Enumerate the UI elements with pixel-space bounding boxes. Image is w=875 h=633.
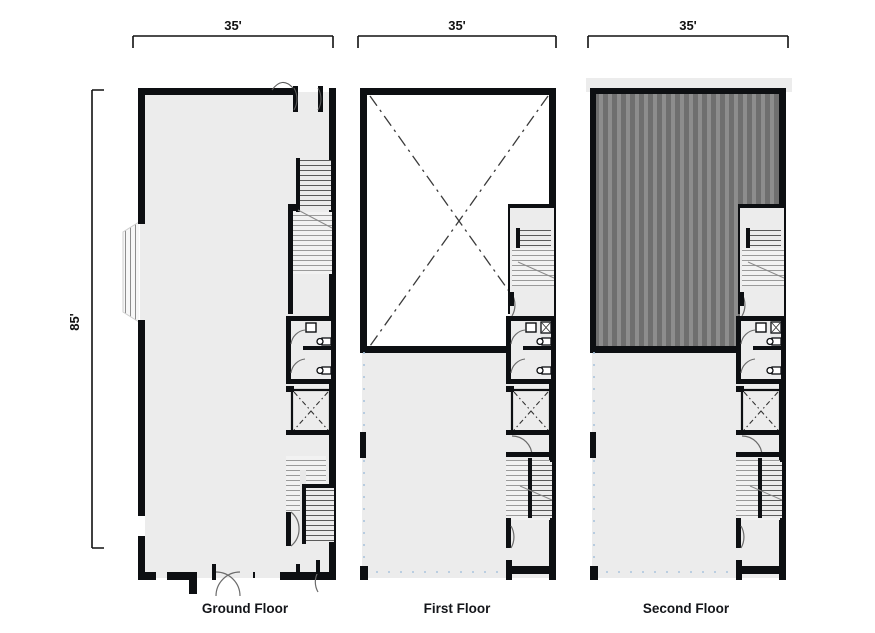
first-elevator-wall-bottom (506, 430, 551, 435)
second-elevator-x-mark (743, 391, 779, 431)
ground-stair-upper (288, 158, 333, 274)
dimension-label-first-width: 35' (448, 18, 466, 33)
second-restroom-wall-bottom (736, 379, 781, 384)
ground-wall-left-lower (138, 320, 145, 520)
second-sink-icon (755, 322, 767, 333)
first-restroom-wall-top (506, 316, 551, 321)
first-wall-top (360, 88, 556, 95)
first-elevator-shaft (506, 386, 552, 457)
first-sink-icon (525, 322, 537, 333)
ground-toilet-a-icon (316, 337, 332, 346)
second-restrooms (736, 292, 782, 384)
ground-wall-left-bottom (138, 536, 145, 580)
dimension-label-building-height: 85' (67, 313, 82, 331)
ground-stair-door-swing (290, 511, 300, 547)
first-stair-door-swing (510, 525, 515, 549)
second-restroom-wall-top (736, 316, 781, 321)
ground-wall-right (329, 88, 336, 580)
ground-stair-lower-lower-treads (306, 486, 334, 542)
floor-label-first: First Floor (424, 601, 491, 616)
ground-restroom-divider (303, 346, 331, 350)
first-restroom-wall-bottom (506, 379, 551, 384)
ground-restrooms (286, 316, 332, 384)
second-core-wall-top (738, 204, 784, 209)
first-toilet-a-icon (536, 337, 552, 346)
second-stair-lower-run-treads (742, 248, 784, 286)
first-toilet-b-icon (536, 366, 552, 375)
first-core-wall-top (508, 204, 554, 209)
floor-label-ground: Ground Floor (202, 601, 289, 616)
dimension-left-height: 85' (67, 89, 104, 549)
ground-elevator-wall-bottom (286, 430, 331, 435)
ground-stair-landing-wall (288, 204, 300, 211)
second-toilet-b-icon (766, 366, 782, 375)
ground-stair-wall-left (286, 512, 291, 546)
ground-restroom-wall-left (286, 316, 291, 384)
dimension-top-first: 35' (357, 18, 557, 48)
ground-toilet-b-icon (316, 366, 332, 375)
dimension-label-second-width: 35' (679, 18, 697, 33)
ground-entry-door-swing-left (215, 571, 241, 597)
first-stair-upper (512, 228, 555, 286)
ground-elevator-shaft (286, 386, 332, 435)
second-stair-door-swing (740, 525, 745, 549)
plan-first-floor: First Floor (360, 88, 556, 616)
second-roof-edge-wall (590, 346, 740, 353)
first-elevator-x-mark (513, 391, 549, 431)
ground-sink-icon (305, 322, 317, 333)
dimension-top-ground: 35' (132, 18, 334, 48)
second-stair-upper (742, 228, 785, 286)
ground-restroom-wall-top (286, 316, 331, 321)
dimension-top-second: 35' (587, 18, 789, 48)
second-elevator-shaft (736, 386, 782, 457)
first-stair-lower-run-treads (512, 248, 554, 286)
first-stair-lower (506, 452, 553, 549)
first-restroom-wall-left (506, 316, 511, 384)
ground-stair-lower-run-treads (290, 212, 332, 274)
second-restroom-divider (753, 346, 781, 350)
ground-core-partition (288, 204, 293, 314)
ground-entry (138, 560, 336, 597)
ground-stair-lower (286, 456, 334, 547)
second-restroom-wall-left (736, 316, 741, 384)
first-stair-wall-left (506, 518, 511, 548)
second-wall-top (590, 88, 786, 94)
ground-wall-top (138, 88, 293, 95)
plan-second-floor: Second Floor (586, 78, 792, 616)
floor-label-second: Second Floor (643, 601, 730, 616)
first-wall-left-upper (360, 88, 367, 350)
first-void-edge-wall (360, 346, 510, 353)
ground-top-swing-doors (271, 81, 323, 112)
first-restroom-divider (523, 346, 551, 350)
ground-bay-window (122, 221, 140, 323)
ground-window-left (138, 516, 145, 536)
second-stair-lower (736, 452, 783, 549)
first-wall-right (549, 88, 556, 580)
ground-restroom-wall-bottom (286, 379, 331, 384)
ground-stair-upper-treads (298, 160, 331, 210)
ground-wall-left-upper (138, 88, 145, 224)
first-wall-bottom-right (506, 566, 552, 574)
second-toilet-a-icon (766, 337, 782, 346)
second-elevator-wall-bottom (736, 430, 781, 435)
second-stair-wall-left (736, 518, 741, 548)
first-restrooms (506, 292, 552, 384)
second-elevator-box (740, 388, 782, 434)
second-wall-bottom-right (736, 566, 782, 574)
plan-ground-floor: Ground Floor (122, 81, 336, 616)
dimension-label-ground-width: 35' (224, 18, 242, 33)
second-wall-left-upper (590, 88, 596, 350)
ground-elevator-x-mark (293, 391, 329, 431)
second-wall-right (779, 88, 786, 580)
